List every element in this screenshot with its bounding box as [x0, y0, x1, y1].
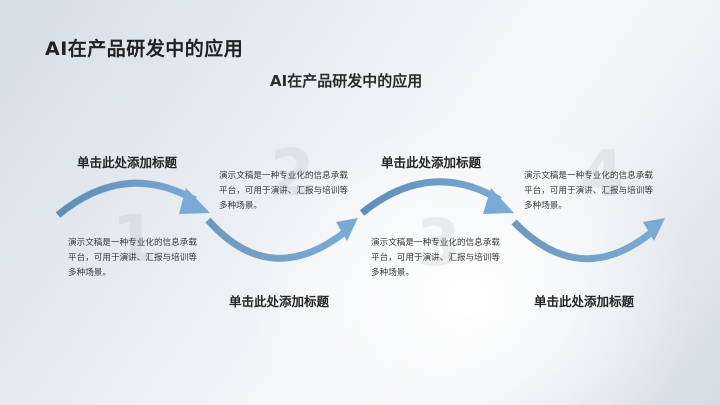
- section-title[interactable]: AI在产品研发中的应用: [270, 72, 423, 90]
- page-title[interactable]: AI在产品研发中的应用: [45, 38, 244, 60]
- arrow-segment-4: [511, 218, 665, 263]
- step-1-description[interactable]: 演示文稿是一种专业化的信息承载平台，可用于演讲、汇报与培训等多种场景。: [68, 238, 197, 278]
- step-2-title[interactable]: 单击此处添加标题: [229, 294, 330, 309]
- step-2-description[interactable]: 演示文稿是一种专业化的信息承载平台，可用于演讲、汇报与培训等多种场景。: [219, 171, 348, 211]
- arrow-segment-1: [55, 179, 210, 218]
- arrow-segment-3: [359, 178, 514, 216]
- step-3-title[interactable]: 单击此处添加标题: [381, 155, 482, 170]
- step-1-title[interactable]: 单击此处添加标题: [77, 155, 178, 170]
- step-number-1: 1: [112, 203, 157, 277]
- step-number-3: 3: [416, 207, 461, 281]
- step-3-description[interactable]: 演示文稿是一种专业化的信息承载平台，可用于演讲、汇报与培训等多种场景。: [371, 238, 500, 278]
- step-number-2: 2: [270, 137, 315, 211]
- step-4-description[interactable]: 演示文稿是一种专业化的信息承载平台，可用于演讲、汇报与培训等多种场景。: [524, 171, 653, 211]
- arrow-segment-2: [205, 217, 358, 262]
- step-number-4: 4: [580, 138, 625, 212]
- step-4-title[interactable]: 单击此处添加标题: [534, 294, 635, 309]
